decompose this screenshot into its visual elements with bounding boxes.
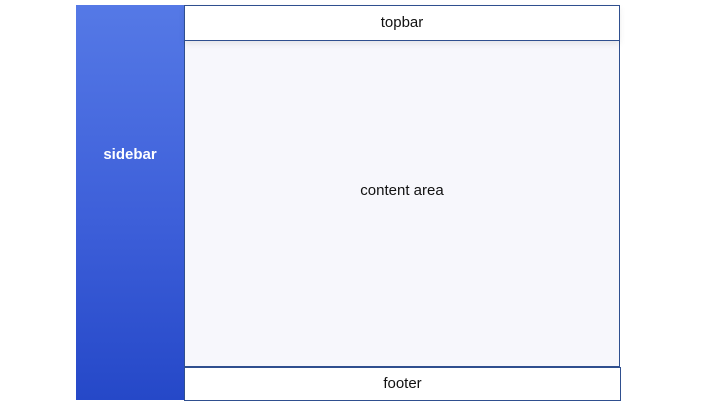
footer-label: footer bbox=[383, 375, 422, 392]
topbar-label: topbar bbox=[380, 14, 424, 31]
footer-block: footer bbox=[184, 367, 621, 401]
topbar-block: topbar bbox=[184, 5, 620, 41]
sidebar-label: sidebar bbox=[103, 146, 157, 163]
content-area-block: content area bbox=[184, 41, 620, 367]
content-area-label: content area bbox=[360, 182, 444, 199]
sidebar-block: sidebar bbox=[76, 5, 184, 400]
